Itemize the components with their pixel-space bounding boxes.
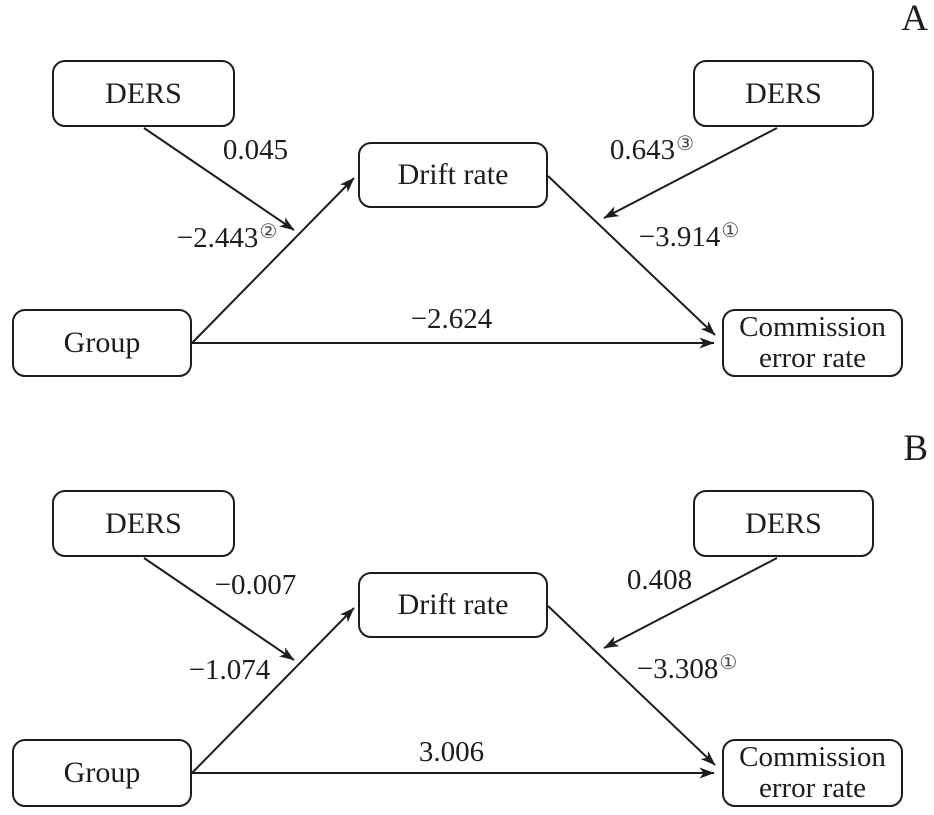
coef-a-path: −2.443② <box>177 222 278 255</box>
coef-b-path: −3.308① <box>637 653 738 686</box>
coef-value: 3.006 <box>418 736 485 768</box>
node-ders-right-label: DERS <box>745 76 822 110</box>
node-ders-right-label: DERS <box>745 506 822 540</box>
panel-A-letter: A <box>901 0 928 39</box>
ders-moderation-b-arrow <box>603 557 778 649</box>
coef-value: 0.045 <box>222 134 289 166</box>
coef-value: −3.914 <box>638 221 721 253</box>
coef-ders-moderation-a: −0.007 <box>215 569 298 602</box>
arrow-layer-B <box>143 557 778 779</box>
node-group-label: Group <box>63 326 141 360</box>
node-drift-rate: Drift rate <box>358 572 548 638</box>
coef-superscript: ① <box>721 220 740 242</box>
coef-superscript: ③ <box>676 133 695 155</box>
coef-ders-moderation-b: 0.643③ <box>610 134 694 167</box>
panel-B-letter: B <box>903 428 928 469</box>
node-ders-left: DERS <box>52 60 235 127</box>
coef-ders-moderation-b: 0.408 <box>627 564 693 597</box>
node-group: Group <box>12 739 192 807</box>
node-ders-left-label: DERS <box>105 506 182 540</box>
node-commission-error-rate: Commission error rate <box>722 309 903 377</box>
coef-superscript: ② <box>259 221 278 243</box>
coef-a-path: −1.074 <box>189 654 272 687</box>
node-ders-right: DERS <box>693 60 874 127</box>
coef-value: −1.074 <box>188 654 271 686</box>
node-ders-left: DERS <box>52 490 235 557</box>
ders-moderation-b-arrow <box>603 127 778 219</box>
coef-direct-path: −2.624 <box>411 303 494 336</box>
coef-value: 0.643 <box>609 134 676 166</box>
node-commission-error-rate: Commission error rate <box>722 739 903 807</box>
coef-b-path: −3.914① <box>639 221 740 254</box>
node-outcome-line1: Commission <box>739 741 886 774</box>
ders-moderation-a-arrow <box>143 557 295 661</box>
a-path-arrow <box>191 607 355 774</box>
node-drift-rate-label: Drift rate <box>397 158 509 192</box>
coef-value: 0.408 <box>626 564 693 596</box>
node-drift-rate: Drift rate <box>358 142 548 208</box>
node-group-label: Group <box>63 756 141 790</box>
coef-value: −2.624 <box>410 303 493 335</box>
coef-value: −0.007 <box>214 569 297 601</box>
ders-moderation-a-arrow <box>143 127 295 231</box>
a-path-arrow <box>191 177 355 344</box>
coef-direct-path: 3.006 <box>419 736 485 769</box>
node-drift-rate-label: Drift rate <box>397 588 509 622</box>
coef-value: −3.308 <box>636 653 719 685</box>
coef-value: −2.443 <box>176 222 259 254</box>
b-path-arrow <box>547 605 716 766</box>
panel-B: B DERS DERS Drift rate Group Commis <box>0 430 934 815</box>
panel-A: A DERS DERS Drift rate Group Commis <box>12 0 928 377</box>
node-outcome-line2: error rate <box>758 342 867 374</box>
coef-ders-moderation-a: 0.045 <box>223 134 289 167</box>
node-outcome-line2: error rate <box>758 772 867 804</box>
node-group: Group <box>12 309 192 377</box>
b-path-arrow <box>547 175 716 336</box>
node-outcome-line1: Commission <box>739 311 886 344</box>
coef-superscript: ① <box>719 652 738 674</box>
node-ders-right: DERS <box>693 490 874 557</box>
node-ders-left-label: DERS <box>105 76 182 110</box>
arrow-layer-A <box>143 127 778 349</box>
